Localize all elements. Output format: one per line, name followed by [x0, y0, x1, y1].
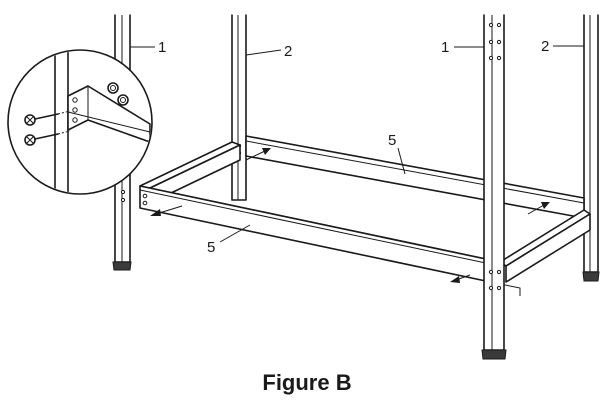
back-right-foot	[582, 271, 600, 282]
callout-back-beam: 5	[388, 132, 396, 149]
arrow-back-right	[527, 202, 550, 215]
figure-caption: Figure B	[262, 370, 351, 395]
front-left-foot	[112, 261, 132, 271]
front-beam	[139, 185, 521, 296]
callout-front-right-upright: 1	[441, 39, 449, 56]
back-beam	[245, 135, 585, 219]
front-right-upright	[481, 14, 507, 360]
leader-lines	[130, 45, 584, 243]
back-right-upright	[582, 14, 600, 282]
nut-icon	[107, 82, 129, 106]
right-side-beam	[499, 209, 591, 283]
bolt-detail-magnifier	[7, 49, 153, 195]
bolt-icon	[24, 130, 71, 146]
arrow-back-left	[245, 148, 271, 161]
callout-front-beam: 5	[207, 239, 215, 256]
back-left-upright	[231, 14, 247, 201]
arrow-front-right	[450, 274, 471, 283]
callout-front-left-upright: 1	[158, 39, 166, 56]
direction-arrows	[150, 148, 550, 283]
arrow-left-front	[150, 205, 183, 216]
callout-back-right-upright: 2	[541, 38, 549, 55]
callout-back-left-upright: 2	[284, 43, 292, 60]
front-right-foot	[481, 349, 507, 360]
bolt-icon	[24, 110, 71, 126]
